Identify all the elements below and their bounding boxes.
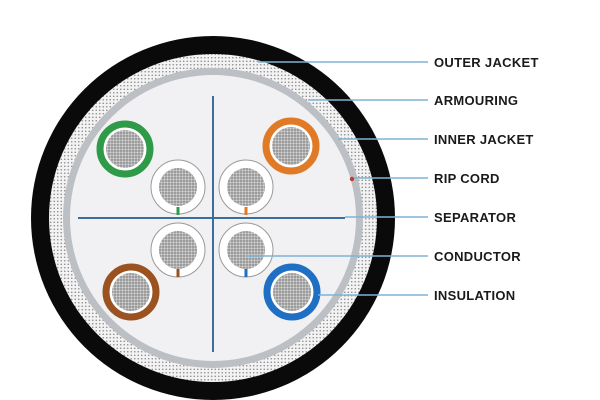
conductor-white-top-right xyxy=(218,159,274,215)
pair-orange xyxy=(262,117,320,175)
label-armouring: ARMOURING xyxy=(434,93,519,108)
label-conductor: CONDUCTOR xyxy=(434,249,521,264)
label-inner-jacket: INNER JACKET xyxy=(434,132,534,147)
pair-green xyxy=(96,120,154,178)
label-separator: SEPARATOR xyxy=(434,210,517,225)
conductor-white-top-left xyxy=(150,159,206,215)
label-insulation: INSULATION xyxy=(434,288,516,303)
conductor-white-bottom-right xyxy=(218,222,274,278)
pair-brown xyxy=(102,263,160,321)
label-outer-jacket: OUTER JACKET xyxy=(434,55,539,70)
conductor-white-bottom-left xyxy=(150,222,206,278)
pair-blue xyxy=(263,263,321,321)
rip-cord xyxy=(349,176,355,182)
label-rip-cord: RIP CORD xyxy=(434,171,500,186)
